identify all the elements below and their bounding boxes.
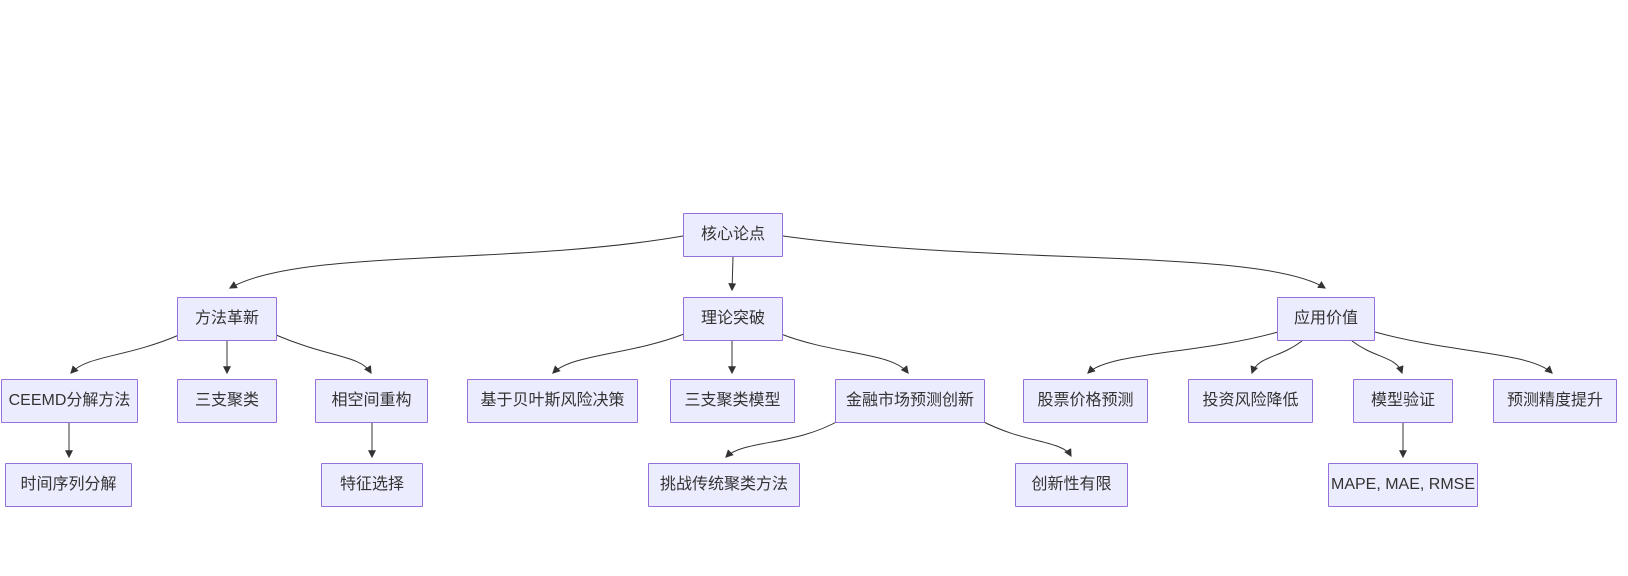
edge-method-to-ceemd <box>70 334 180 374</box>
edge-theory-to-finance <box>780 333 909 374</box>
diagram-node-three-way: 三支聚类 <box>177 379 277 423</box>
node-label: 投资风险降低 <box>1202 392 1299 409</box>
edge-core-to-value <box>782 235 1327 289</box>
diagram-node-model-val: 模型验证 <box>1353 379 1453 423</box>
edge-finance-to-challenge <box>725 419 841 458</box>
edge-value-to-accuracy <box>1374 331 1553 374</box>
edge-finance-to-limited <box>979 419 1072 458</box>
node-label: 挑战传统聚类方法 <box>659 476 788 493</box>
diagram-node-challenge: 挑战传统聚类方法 <box>648 463 800 507</box>
diagram-node-finance: 金融市场预测创新 <box>835 379 985 423</box>
node-label: 三支聚类模型 <box>684 392 781 409</box>
diagram-node-ceemd: CEEMD分解方法 <box>1 379 138 423</box>
node-label: 相空间重构 <box>331 392 412 409</box>
diagram-node-accuracy: 预测精度提升 <box>1493 379 1617 423</box>
diagram-node-invest: 投资风险降低 <box>1188 379 1313 423</box>
edge-value-to-stock <box>1087 331 1279 374</box>
node-label: 核心论点 <box>700 226 765 243</box>
diagram-node-metrics: MAPE, MAE, RMSE <box>1328 463 1478 507</box>
node-label: 应用价值 <box>1293 310 1358 327</box>
node-label: 预测精度提升 <box>1506 392 1603 409</box>
node-label: 金融市场预测创新 <box>845 392 974 409</box>
diagram-node-feature: 特征选择 <box>321 463 423 507</box>
node-label: 模型验证 <box>1370 392 1435 409</box>
node-label: 理论突破 <box>700 310 765 327</box>
edge-core-to-method <box>228 235 684 289</box>
node-label: 特征选择 <box>339 476 404 493</box>
diagram-node-limited: 创新性有限 <box>1015 463 1128 507</box>
node-label: MAPE, MAE, RMSE <box>1330 476 1476 493</box>
node-label: 基于贝叶斯风险决策 <box>480 392 625 409</box>
node-label: 创新性有限 <box>1031 476 1112 493</box>
diagram-node-stock: 股票价格预测 <box>1023 379 1148 423</box>
diagram-node-value: 应用价值 <box>1277 297 1375 341</box>
diagram-node-core: 核心论点 <box>683 213 783 257</box>
edge-core-to-theory <box>728 256 737 292</box>
diagram-node-timeseries: 时间序列分解 <box>5 463 132 507</box>
edge-method-to-phase <box>275 334 372 375</box>
diagram-node-theory: 理论突破 <box>683 297 783 341</box>
node-label: 股票价格预测 <box>1037 392 1134 409</box>
node-label: 三支聚类 <box>194 392 259 409</box>
node-label: 方法革新 <box>194 310 259 327</box>
edge-theory-to-bayes <box>552 333 685 374</box>
edge-value-to-model-val <box>1351 340 1404 375</box>
diagram-node-phase: 相空间重构 <box>315 379 428 423</box>
diagram-node-method: 方法革新 <box>177 297 277 341</box>
diagram-node-three-model: 三支聚类模型 <box>670 379 795 423</box>
node-label: CEEMD分解方法 <box>8 392 131 409</box>
diagram-node-bayes: 基于贝叶斯风险决策 <box>467 379 638 423</box>
edge-value-to-invest <box>1250 340 1303 375</box>
node-label: 时间序列分解 <box>20 476 117 493</box>
